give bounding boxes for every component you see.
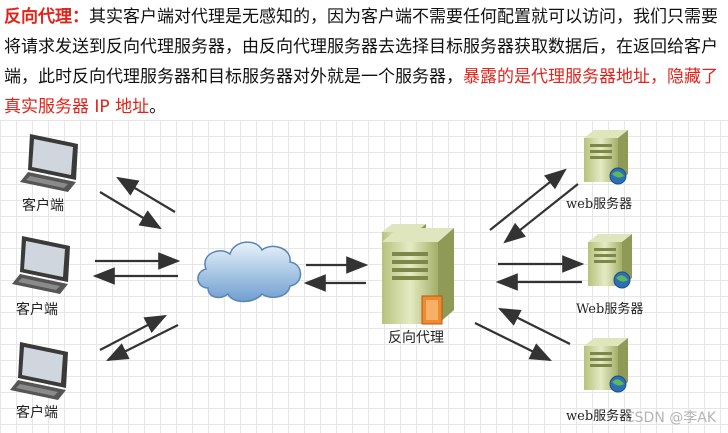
paragraph-highlight: 暴露的是代理服务器地址，隐藏了真实服务器 IP 地址: [4, 67, 718, 117]
arrow: [498, 308, 571, 345]
arrow: [503, 183, 579, 244]
description-paragraph: 反向代理：其实客户端对代理是无感知的，因为客户端不需要任何配置就可以访问，我们只…: [4, 2, 724, 122]
reverse-proxy-diagram: 客户端 客户端 客户端 反向代理: [0, 120, 728, 433]
client-2: [12, 236, 70, 294]
client-label: 客户端: [16, 404, 58, 421]
client-label: 客户端: [16, 301, 58, 318]
web-server-2: [588, 234, 632, 289]
watermark: CSDN @李AK: [624, 410, 716, 426]
web-server-3: [584, 338, 628, 393]
server-label: Web服务器: [576, 301, 643, 317]
paragraph-body: 其实客户端对代理是无感知的，因为客户端不需要任何配置就可以访问，我们只需要将请求…: [4, 7, 718, 87]
server-label: web服务器: [566, 408, 632, 424]
client-3: [10, 342, 68, 400]
paragraph-end: 。: [149, 97, 167, 117]
arrow: [99, 191, 162, 230]
client-arrows: [92, 176, 181, 361]
cloud-icon: [197, 241, 302, 303]
proxy-label: 反向代理: [388, 330, 444, 346]
proxy-server-icon: [382, 224, 454, 325]
client-label: 客户端: [22, 197, 64, 214]
arrow: [474, 322, 552, 361]
proxy-server-arrows: [474, 168, 585, 361]
web-server-1: [584, 130, 628, 185]
paragraph-title: 反向代理：: [4, 7, 89, 27]
arrow: [99, 314, 167, 351]
arrow: [116, 176, 176, 213]
arrow: [106, 324, 179, 361]
diagram-canvas: 客户端 客户端 客户端 反向代理: [10, 130, 643, 424]
arrow: [489, 168, 567, 231]
cloud-proxy-arrows: [303, 256, 369, 292]
server-label: web服务器: [566, 196, 632, 212]
client-1: [20, 134, 78, 192]
